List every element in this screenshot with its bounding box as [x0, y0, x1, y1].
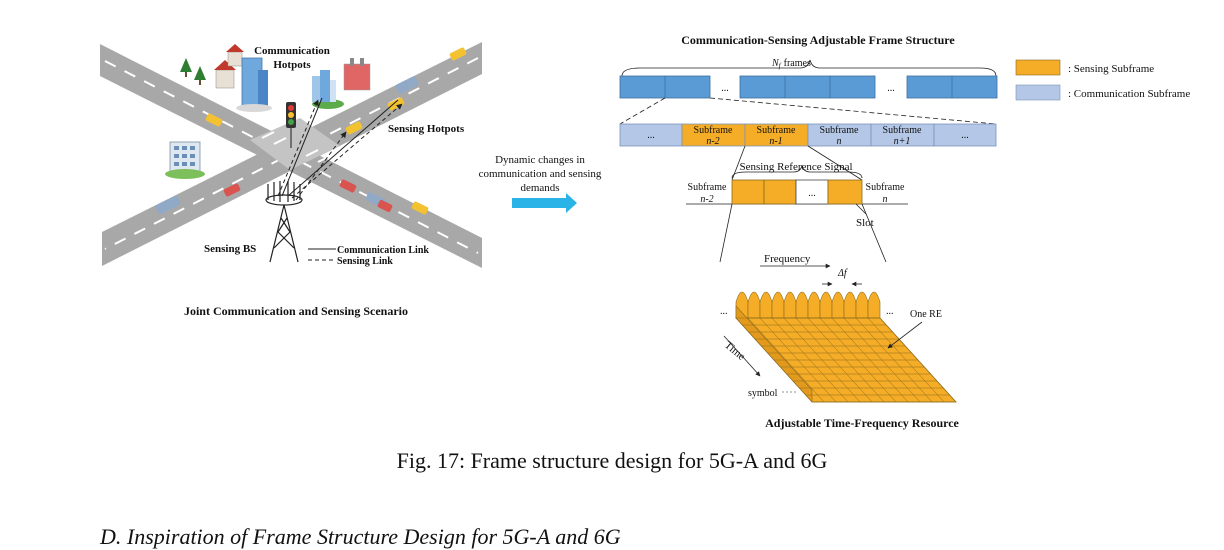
transition: Dynamic changes in communication and sen… — [479, 154, 602, 213]
transition-line-1: Dynamic changes in — [495, 154, 585, 166]
transition-line-2: communication and sensing — [479, 168, 602, 180]
subframe-index-3: n — [837, 136, 842, 147]
grid-ellipsis-left: ... — [720, 306, 728, 317]
frame-title: Communication-Sensing Adjustable Frame S… — [681, 33, 955, 47]
subframe-ellipsis-left: ... — [647, 130, 655, 141]
subframe-label-1: Subframe — [694, 125, 733, 136]
frames-ellipsis-1: ... — [721, 83, 729, 94]
slots-row — [731, 179, 863, 205]
subframe-ellipsis-right: ... — [961, 130, 969, 141]
skyscraper-icon — [236, 57, 272, 112]
detail-right-index: n — [883, 194, 888, 205]
frequency-label: Frequency — [764, 253, 811, 265]
sensing-hotpots-label: Sensing Hotpots — [388, 123, 465, 135]
frames-ellipsis-2: ... — [887, 83, 895, 94]
transition-line-3: demands — [520, 182, 559, 194]
figure-caption: Fig. 17: Frame structure design for 5G-A… — [396, 448, 828, 473]
comm-links — [281, 97, 399, 197]
subcarrier-hump — [819, 291, 833, 319]
subframes-row — [619, 123, 997, 147]
subcarrier-hump — [771, 291, 785, 319]
office-building-icon — [165, 141, 205, 179]
subcarrier-hump — [795, 291, 809, 319]
detail-left-label: Subframe — [688, 182, 727, 193]
subframe-index-2: n-1 — [769, 136, 782, 147]
nf-symbol: N — [771, 58, 780, 69]
traffic-light-icon — [286, 102, 296, 148]
subframe-label-3: Subframe — [820, 125, 859, 136]
sensing-links — [277, 99, 403, 201]
time-frequency-grid: Frequency Δf ... ... One RE Time symbol … — [720, 253, 960, 430]
delta-f-label: Δf — [837, 268, 848, 279]
subcarrier-hump — [783, 291, 797, 319]
comm-hotpots-label-2: Hotpots — [273, 59, 311, 71]
sensing-bs-label: Sensing BS — [204, 243, 256, 255]
subframe-index-1: n-2 — [706, 136, 719, 147]
scenario-title: Joint Communication and Sensing Scenario — [184, 304, 408, 318]
subcarrier-hump — [855, 291, 869, 319]
frames-row — [619, 75, 998, 99]
legend-comm-swatch — [1015, 84, 1061, 101]
ref-signal-label: Sensing Reference Signal — [739, 161, 852, 173]
slot-label: Slot — [856, 217, 874, 229]
subcarrier-hump — [759, 291, 773, 319]
subframe-label-2: Subframe — [757, 125, 796, 136]
sensing-bs-tower-icon — [265, 181, 303, 263]
comm-link-legend: Communication Link — [337, 245, 429, 256]
frame-structure: Communication-Sensing Adjustable Frame S… — [619, 33, 1190, 263]
scenario-illustration: Communication Hotpots Sensing Hotpots Se… — [100, 42, 482, 318]
nf-sub: f — [779, 62, 782, 70]
legend-comm-label: : Communication Subframe — [1068, 88, 1190, 100]
sensing-link-legend: Sensing Link — [337, 256, 393, 267]
symbol-label: symbol — [748, 388, 778, 399]
comm-hotpots-label-1: Communication — [254, 45, 330, 57]
subcarrier-hump — [747, 291, 761, 319]
legend-sensing-swatch — [1015, 59, 1061, 76]
house-icon — [214, 44, 244, 89]
nf-label: frames — [784, 58, 811, 69]
city-cluster-icon — [312, 58, 371, 109]
subcarrier-humps — [735, 291, 881, 319]
subframe-label-4: Subframe — [883, 125, 922, 136]
tree-icon — [180, 58, 206, 85]
transition-arrow-icon — [512, 193, 577, 213]
subcarrier-hump — [807, 291, 821, 319]
section-heading: D. Inspiration of Frame Structure Design… — [100, 524, 621, 549]
legend-sensing-label: : Sensing Subframe — [1068, 63, 1154, 75]
slot-ellipsis: ... — [808, 188, 816, 199]
subframe-index-4: n+1 — [894, 136, 911, 147]
subcarrier-hump — [867, 291, 881, 319]
resource-title: Adjustable Time-Frequency Resource — [765, 416, 959, 430]
detail-right-label: Subframe — [866, 182, 905, 193]
subcarrier-hump — [843, 291, 857, 319]
one-re-label: One RE — [910, 309, 942, 320]
grid-ellipsis-right: ... — [886, 306, 894, 317]
time-label: Time — [722, 339, 747, 363]
subcarrier-hump — [831, 291, 845, 319]
detail-left-index: n-2 — [700, 194, 713, 205]
